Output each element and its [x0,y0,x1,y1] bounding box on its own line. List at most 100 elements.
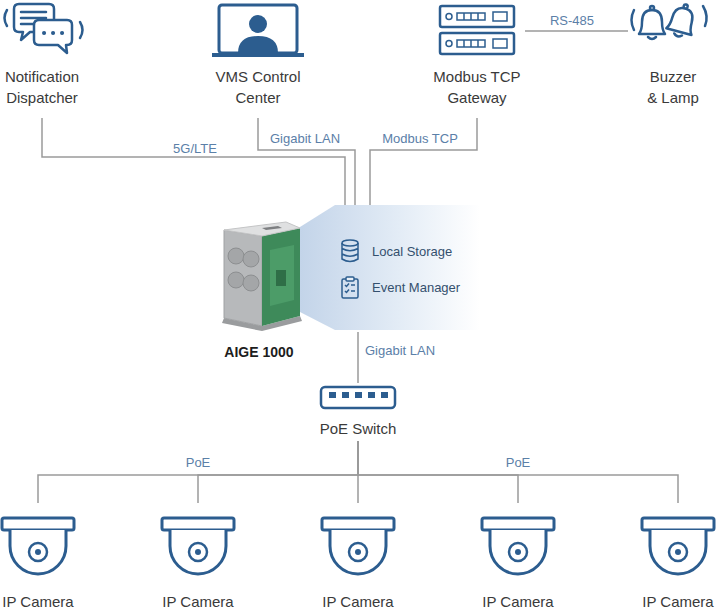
node-label: Buzzer & Lamp [644,66,702,108]
device-base [222,316,302,331]
endpoint-node: Notification Dispatcher [0,0,84,118]
device-fan [243,275,259,291]
ip-camera: IP Camera [150,503,246,609]
rack-port-lines [464,13,478,20]
edge-computer [222,222,302,331]
camera-icon [2,518,74,574]
device-port [276,270,286,286]
node-label: Local Storage [372,243,480,261]
camera-mount [2,518,74,530]
bell-group [665,1,699,40]
device-side [262,228,300,326]
camera-mount [482,518,554,530]
link-label: 5G/LTE [173,141,217,157]
camera-dot [515,549,521,555]
camera-mount [642,518,714,530]
camera-icon [162,518,234,574]
rack-details [446,12,507,48]
db-top [342,240,358,246]
device-slot [262,226,282,230]
rack-slot [493,12,507,21]
chat-icon [5,4,83,53]
link-label: Modbus TCP [382,131,458,147]
bell-clapper [648,37,656,39]
camera-dot [195,549,201,555]
node-label: IP Camera [630,591,717,609]
device-top [224,222,300,236]
link-label: PoE [506,455,531,471]
link-label: Gigabit LAN [365,343,435,359]
rack-ports [457,13,485,20]
camera-lens [509,543,527,561]
desk-bar [212,53,304,57]
switch-port [381,392,388,398]
node-label: PoE Switch [308,418,408,439]
poe-switch: PoE Switch [308,383,408,441]
ip-camera: IP Camera [470,503,566,609]
storage-icon [342,240,358,262]
network-link [258,118,355,205]
device-fan [228,248,244,264]
rack-unit [440,33,514,54]
endpoint-node: Modbus TCP Gateway [429,0,525,118]
device-fan [228,272,244,288]
camera-icon [482,518,554,574]
network-link [370,118,477,205]
bell-clapper [674,33,682,37]
ip-camera: IP Camera [630,503,717,609]
bell-knob [683,4,688,9]
node-label: Notification Dispatcher [0,66,84,108]
bell [639,10,665,34]
camera-dot [675,549,681,555]
switch-body [321,387,395,408]
clipboard [342,279,358,298]
network-link [525,30,628,32]
rack-led [446,14,452,20]
node-label: IP Camera [470,591,566,609]
signal-wave [5,10,83,38]
camera-dome [170,530,226,574]
node-label: AIGE 1000 [215,342,303,362]
camera-dome [490,530,546,574]
link-label: PoE [186,455,211,471]
clipboard-clip [346,277,354,281]
db-body [342,243,358,262]
ip-camera: IP Camera [0,503,86,609]
link-label: Gigabit LAN [270,131,340,147]
node-label: Event Manager [372,279,480,297]
camera-lens [349,543,367,561]
device-fan [243,251,259,267]
network-link [198,441,358,503]
ip-camera: IP Camera [310,503,406,609]
node-label: VMS Control Center [198,66,318,108]
network-link [358,441,678,503]
operator-icon [212,5,304,57]
camera-dot [35,549,41,555]
camera-dot [355,549,361,555]
camera-mount [162,518,234,530]
operator-body [238,36,278,53]
checklist [345,284,355,293]
camera-lens [189,543,207,561]
camera-icon [642,518,714,574]
link-label: RS-485 [550,13,594,29]
panel-fill [300,205,480,330]
camera-lens [669,543,687,561]
node-label: IP Camera [310,591,406,609]
switch-port [355,392,362,398]
device-side-panel [270,245,294,306]
camera-lens [29,543,47,561]
switch-port [329,392,336,398]
network-link [42,118,345,205]
rack-icon [440,6,514,54]
bell-knob [650,6,654,10]
sound-wave [632,6,707,30]
rack-slot [493,39,507,48]
network-link [358,441,518,503]
panel-shape [300,205,480,330]
node-label: IP Camera [150,591,246,609]
endpoint-node: VMS Control Center [198,0,318,118]
rack-unit [440,6,514,27]
